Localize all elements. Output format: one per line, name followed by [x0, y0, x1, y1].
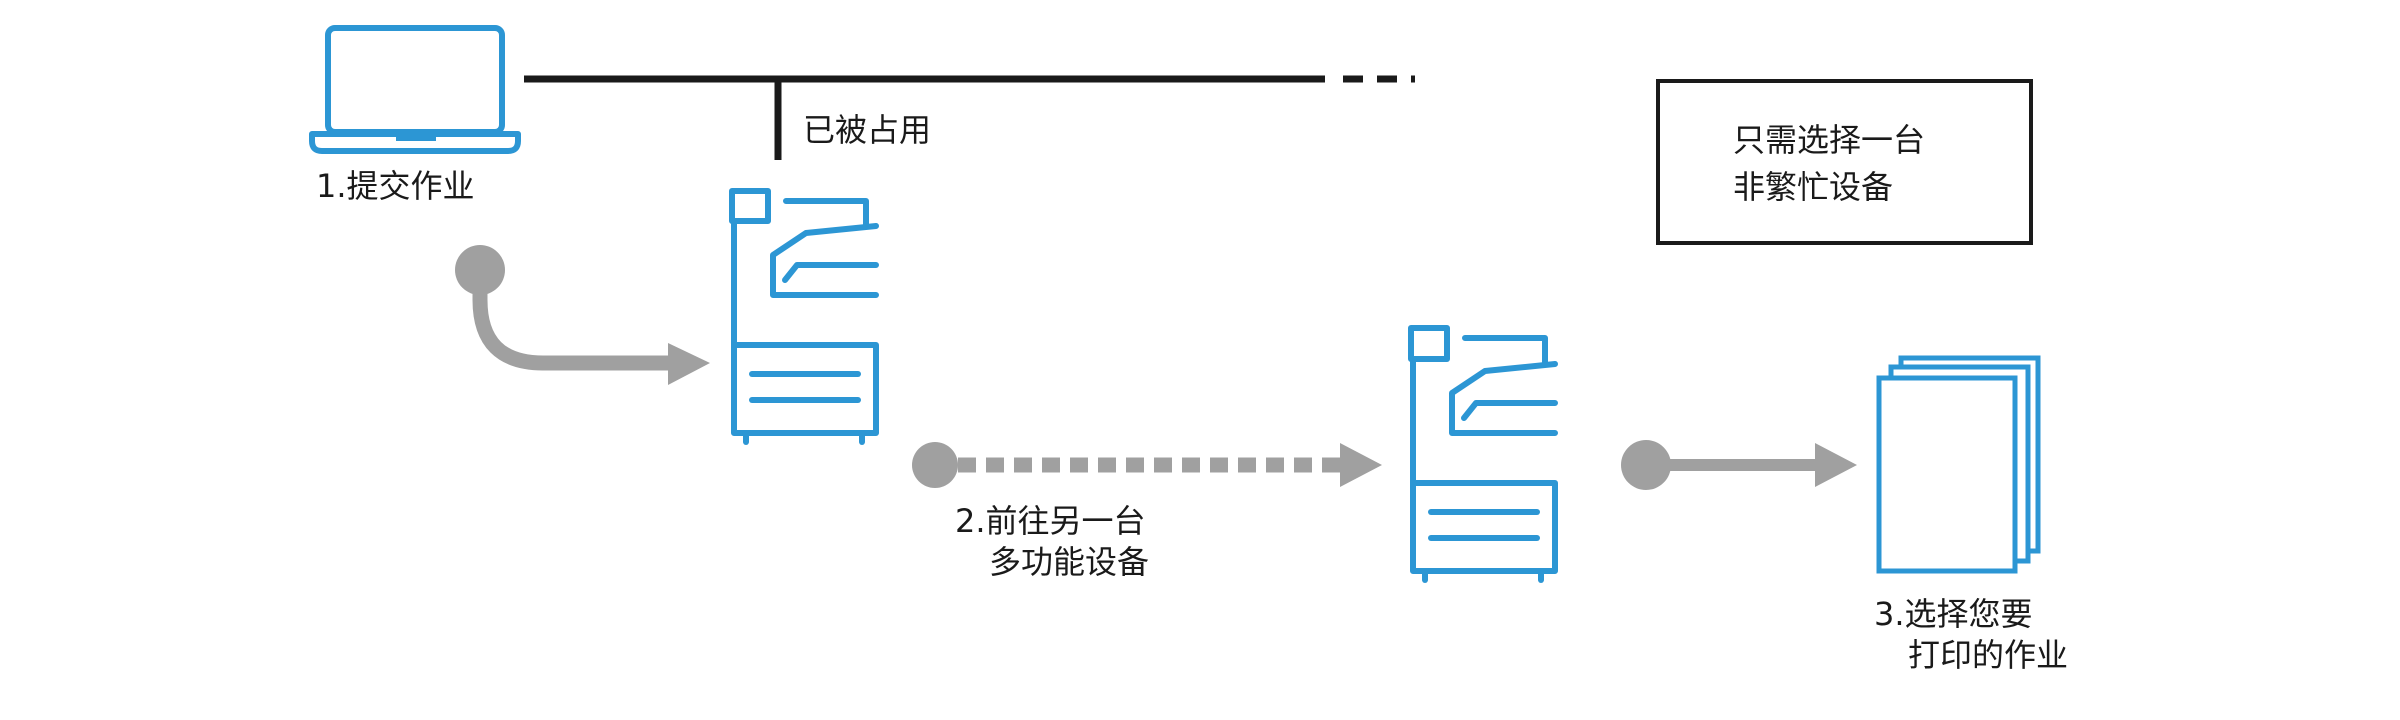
label-occupied: 已被占用: [803, 111, 932, 149]
label-select-line1: 3.选择您要: [1874, 595, 2033, 633]
note-line1: 只需选择一台: [1733, 121, 1926, 159]
arrow-submit: [455, 245, 710, 385]
mfp-printer-icon: [729, 188, 879, 445]
network-line: [524, 75, 1415, 160]
mfp-printer-icon: [1408, 325, 1558, 583]
arrow-goto-another: [912, 442, 1382, 488]
note-line2: 非繁忙设备: [1733, 168, 1894, 206]
label-goto-line1: 2.前往另一台: [955, 502, 1146, 540]
label-submit-job: 1.提交作业: [316, 167, 475, 205]
label-goto-line2: 多功能设备: [989, 543, 1150, 581]
arrow-select-job: [1621, 440, 1857, 490]
document-stack-icon: [1876, 355, 2041, 574]
note-box: [1656, 79, 2033, 245]
label-select-line2: 打印的作业: [1908, 636, 2069, 674]
laptop-icon: [309, 25, 521, 154]
